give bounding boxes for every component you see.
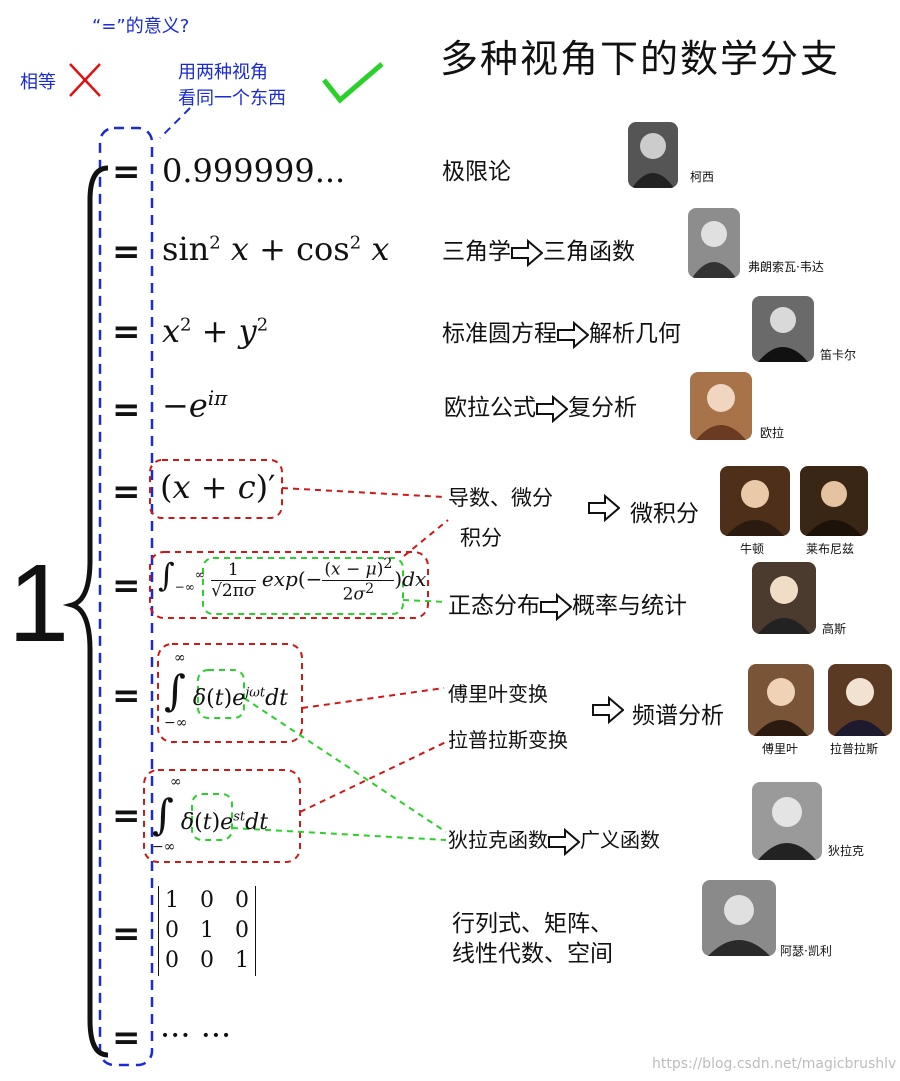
view-label-1: 用两种视角	[178, 62, 268, 83]
equals-sign: =	[112, 796, 141, 836]
portrait-viete	[688, 208, 740, 278]
branch-b: 解析几何	[589, 321, 681, 347]
person-name: 弗朗索瓦·韦达	[748, 260, 824, 274]
hollow-arrow-icon	[536, 394, 568, 423]
branch-a: 三角学	[442, 239, 511, 265]
red-connector-laplace	[299, 741, 447, 813]
hollow-arrow-icon	[557, 320, 589, 349]
branch-b-calculus: 微积分	[630, 501, 699, 527]
expr-laplace: ∞ ∫ δ(t)estdt −∞	[152, 774, 269, 855]
expr-circle: x2 + y2	[162, 312, 269, 350]
branch-row-dirac: 狄拉克函数 广义函数	[448, 824, 660, 856]
person-name: 欧拉	[760, 426, 785, 440]
branch-a2-laplace: 拉普拉斯变换	[448, 728, 568, 752]
portrait-fourier	[748, 664, 814, 736]
branch-row-trig: 三角学 三角函数	[442, 232, 635, 267]
hollow-arrow-icon	[548, 827, 580, 856]
branch-a: 狄拉克函数	[448, 828, 548, 852]
equals-sign: =	[112, 566, 141, 606]
branch-a: 标准圆方程	[442, 321, 557, 347]
portrait-silhouette-icon	[708, 895, 770, 956]
branch-a2-integral: 积分	[460, 526, 502, 550]
expr-trig: sin2 x + cos2 x	[162, 230, 390, 268]
curly-brace	[62, 165, 109, 1058]
equals-sign: =	[112, 232, 141, 272]
hollow-arrow-icon	[592, 696, 624, 724]
portrait-cayley	[702, 880, 776, 956]
big-one: 1	[8, 542, 70, 665]
branch-a-fourier: 傅里叶变换	[448, 682, 548, 706]
cross-mark-icon	[69, 63, 101, 97]
portrait-silhouette-icon	[834, 678, 886, 736]
view-label-2: 看同一个东西	[178, 88, 286, 109]
branch-row-circle: 标准圆方程 解析几何	[442, 314, 681, 349]
expr-limit: 0.999999...	[162, 152, 346, 190]
branch-b: 概率与统计	[572, 593, 687, 619]
portrait-silhouette-icon	[726, 480, 784, 536]
branch-a2-linear-2: 线性代数、空间	[452, 941, 613, 967]
portrait-gauss	[752, 562, 816, 634]
meaning-question: “=”的意义?	[92, 16, 190, 37]
page-title: 多种视角下的数学分支	[440, 37, 841, 81]
branch-row-normal: 正态分布 概率与统计	[448, 586, 687, 621]
portrait-silhouette-icon	[692, 221, 736, 278]
hollow-arrow-icon	[588, 494, 620, 522]
red-connector-derivative	[281, 487, 445, 498]
person-name: 阿瑟·凯利	[780, 944, 832, 958]
portrait-silhouette-icon	[806, 481, 862, 536]
hollow-arrow-icon	[540, 592, 572, 621]
branch-a: 欧拉公式	[444, 395, 536, 421]
person-name: 莱布尼兹	[806, 542, 855, 556]
equals-sign: =	[112, 1018, 141, 1058]
branch-b-spectrum: 频谱分析	[632, 703, 724, 729]
check-mark-icon	[322, 62, 384, 104]
expr-euler: −eiπ	[162, 386, 228, 425]
portrait-silhouette-icon	[758, 797, 816, 860]
equal-label: 相等	[20, 72, 56, 93]
person-name: 狄拉克	[828, 844, 865, 858]
person-name: 高斯	[822, 622, 847, 636]
watermark: https://blog.csdn.net/magicbrushlv	[652, 1056, 897, 1072]
portrait-dirac	[752, 782, 822, 860]
person-name: 拉普拉斯	[830, 742, 879, 756]
hollow-arrow-icon	[511, 238, 543, 267]
branch-a-derivative: 导数、微分	[448, 486, 553, 510]
portrait-silhouette-icon	[632, 133, 674, 188]
portrait-silhouette-icon	[758, 307, 808, 362]
branch-b: 复分析	[568, 395, 637, 421]
portrait-descartes	[752, 296, 814, 362]
portrait-leibniz	[800, 466, 868, 536]
person-name: 柯西	[690, 170, 715, 184]
expr-ellipsis: ··· ···	[160, 1016, 232, 1054]
portrait-cauchy	[628, 122, 678, 188]
expr-derivative: (x + c)′	[160, 468, 276, 506]
expr-fourier: ∞ ∫ δ(t)ejωtdt −∞	[164, 650, 288, 731]
equals-sign: =	[112, 390, 141, 430]
branch-b: 三角函数	[543, 239, 635, 265]
branch-row-euler: 欧拉公式 复分析	[444, 388, 637, 423]
equals-sign: =	[112, 914, 141, 954]
equals-sign: =	[112, 152, 141, 192]
portrait-laplace	[828, 664, 892, 736]
blue-connector-line	[159, 107, 191, 139]
red-connector-fourier	[301, 687, 445, 709]
branch-b: 广义函数	[580, 828, 660, 852]
portrait-euler	[690, 372, 752, 440]
person-name: 笛卡尔	[820, 348, 857, 362]
branch-limit: 极限论	[442, 159, 511, 185]
person-name: 牛顿	[740, 542, 765, 556]
red-connector-integral	[403, 519, 449, 557]
branch-a-linear-1: 行列式、矩阵、	[452, 911, 613, 937]
equals-sign: =	[112, 472, 141, 512]
branch-a: 正态分布	[448, 593, 540, 619]
portrait-silhouette-icon	[754, 678, 808, 736]
equals-sign: =	[112, 676, 141, 716]
equals-sign: =	[112, 312, 141, 352]
portrait-silhouette-icon	[696, 384, 746, 440]
person-name: 傅里叶	[762, 742, 799, 756]
portrait-silhouette-icon	[758, 576, 810, 634]
portrait-newton	[720, 466, 790, 536]
